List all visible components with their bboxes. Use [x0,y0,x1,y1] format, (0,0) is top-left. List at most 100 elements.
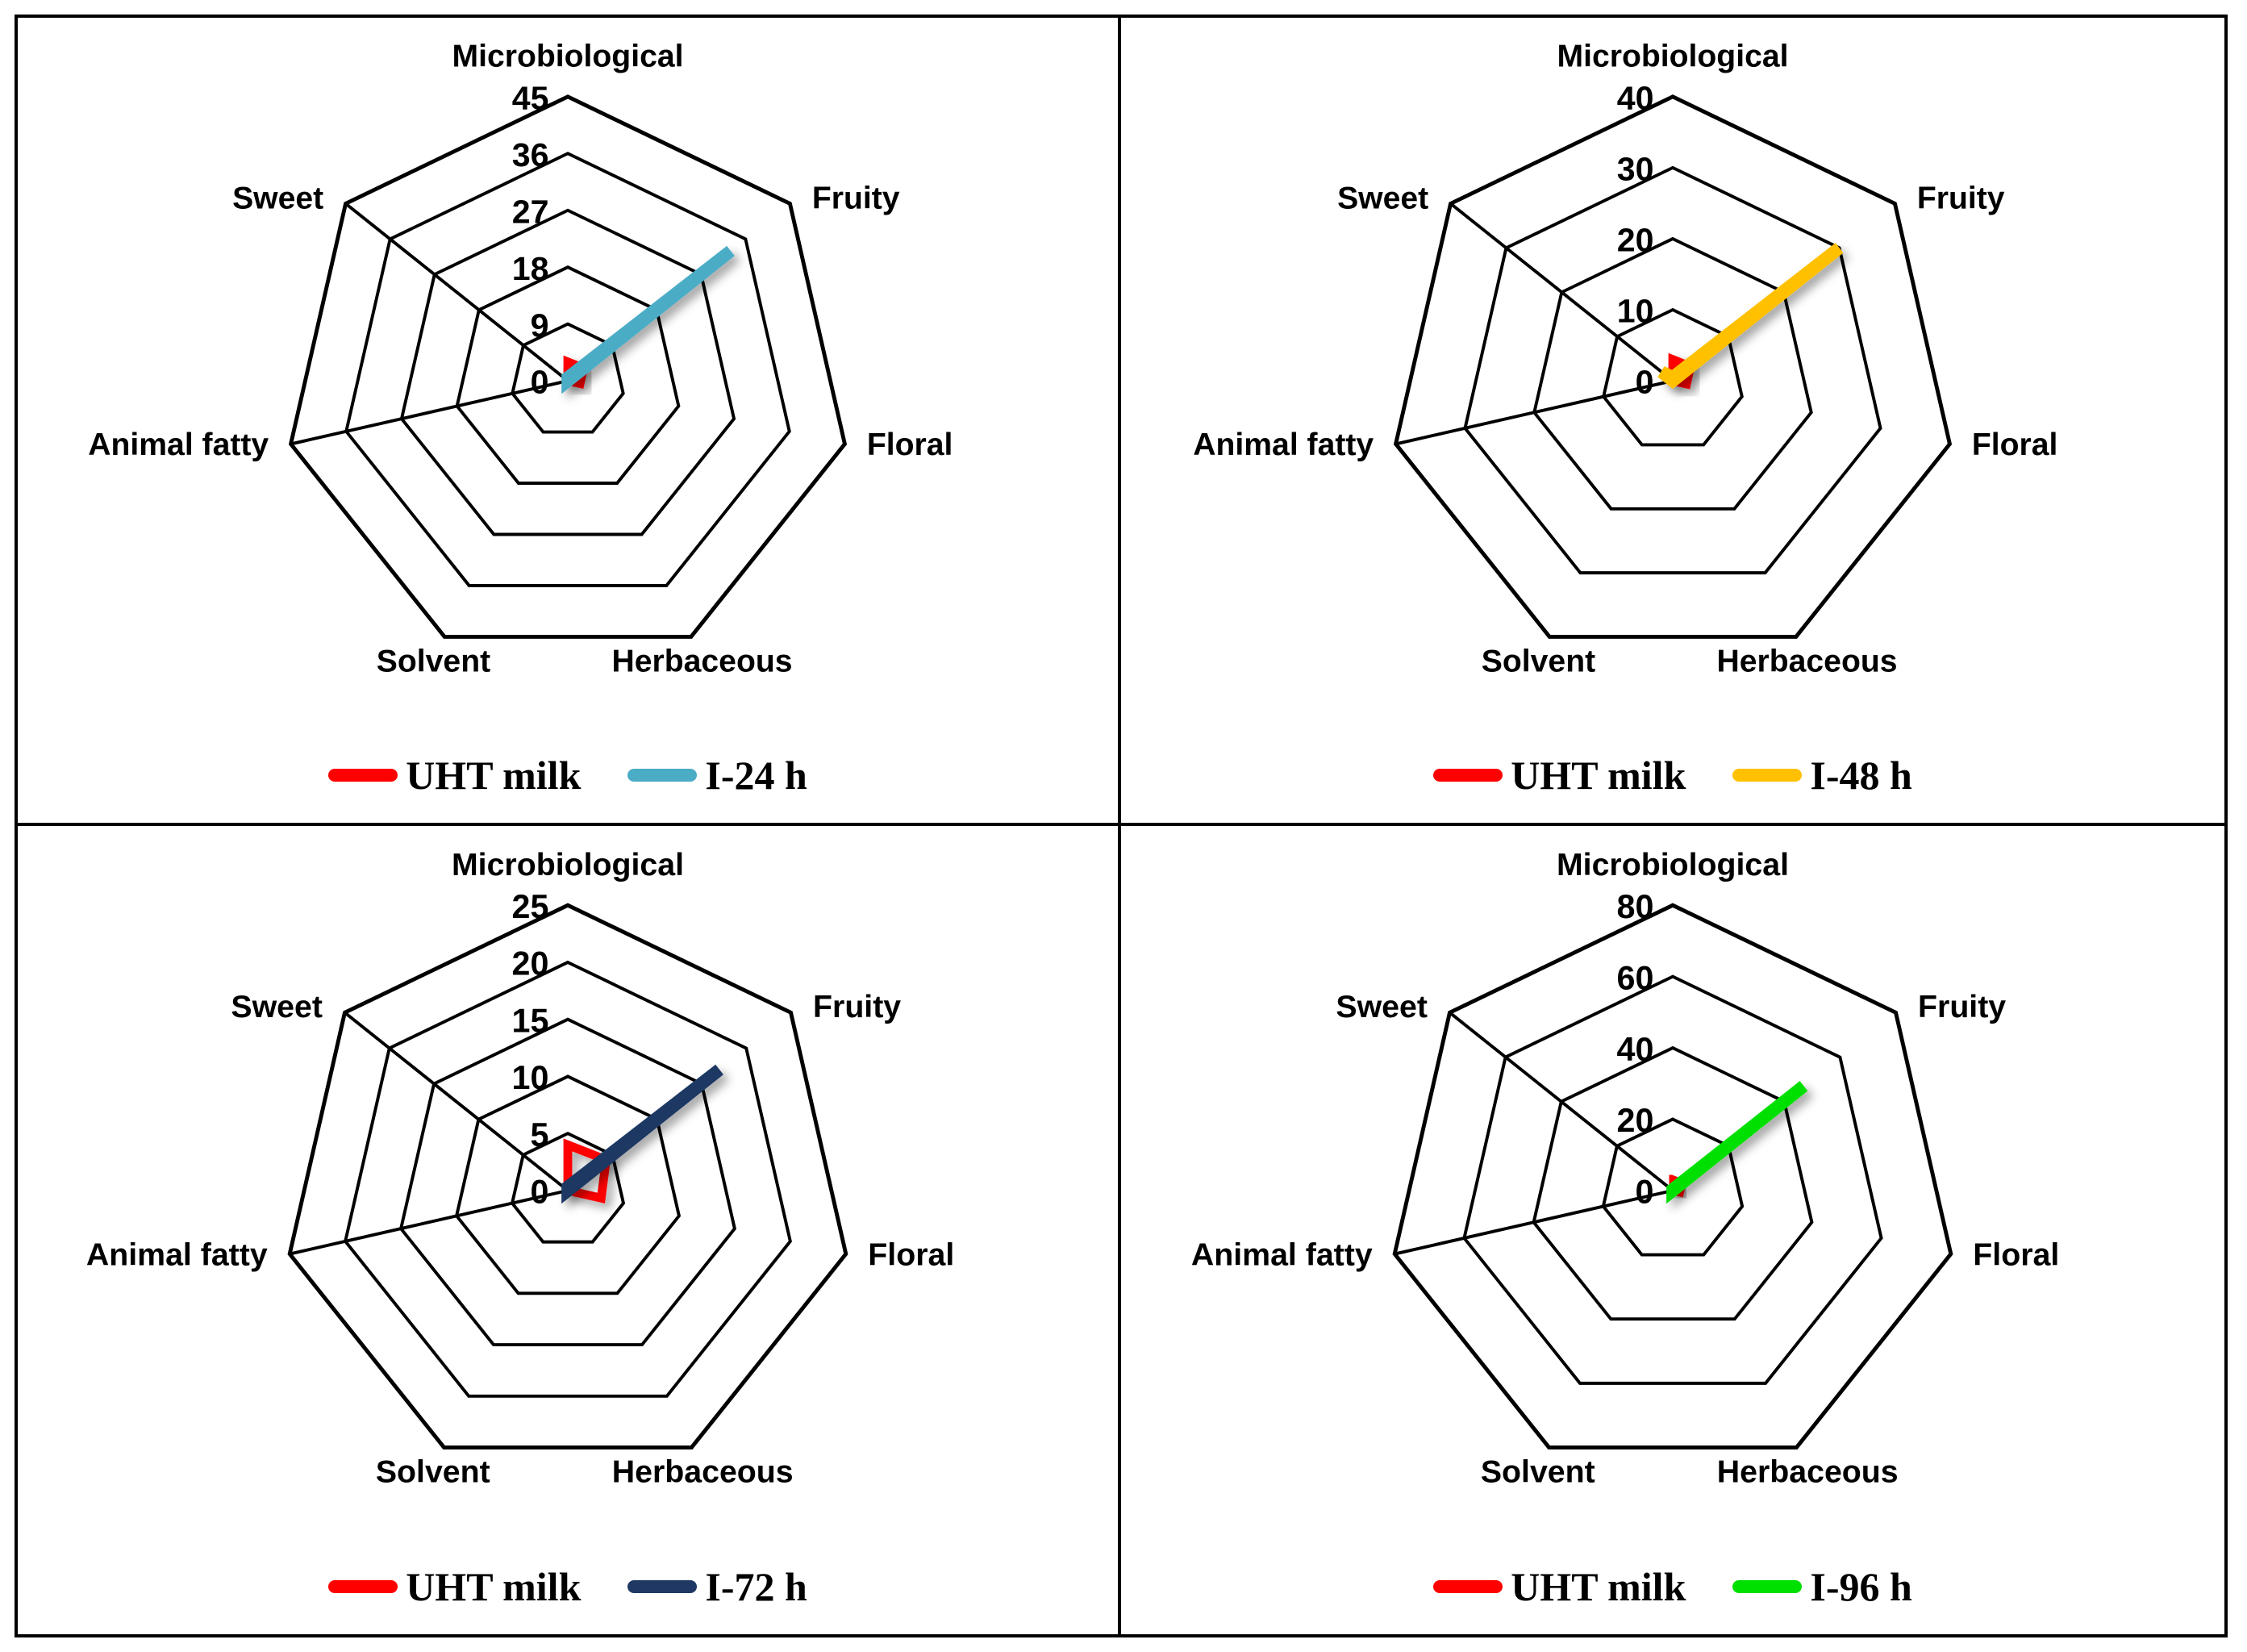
grid-ring-2 [455,265,681,485]
legend-label-uht-milk: UHT milk [406,753,582,798]
legend-item-uht-milk[interactable]: UHT milk [328,755,581,795]
grid-ring-4 [344,960,792,1398]
radial-spoke [344,202,569,382]
axis-label-solvent: Solvent [376,1454,490,1490]
tick-label: 9 [531,307,549,344]
tick-label: 30 [1617,151,1654,188]
grid-ring-3 [399,208,736,536]
grid-ring-1 [1601,1117,1745,1257]
series-polygon-i-72-h [561,1064,723,1204]
grid-ring-3 [1462,974,1883,1385]
legend-item-uht-milk[interactable]: UHT milk [1433,1566,1686,1607]
tick-label: 20 [512,945,549,982]
axis-label-animal-fatty: Animal fatty [1193,428,1374,462]
axis-label-floral: Floral [867,428,953,462]
axis-label-microbiological: Microbiological [1557,40,1789,74]
legend-label-series: I-72 h [705,1564,807,1609]
legend-item-series[interactable]: I-24 h [627,755,807,795]
axis-label-sweet: Sweet [1336,989,1428,1024]
legend-label-series: I-24 h [705,753,807,798]
legend-swatch-series [1732,769,1803,782]
grid-ring-4 [1393,94,1953,639]
legend-swatch-series [627,769,698,782]
axis-label-sweet: Sweet [1337,181,1428,215]
axis-label-sweet: Sweet [232,181,323,215]
radar-svg-96h: 020406080MicrobiologicalFruityFloralHerb… [1191,847,2059,1490]
tick-label: 0 [530,1174,548,1211]
axis-label-microbiological: Microbiological [452,40,684,74]
tick-label: 0 [1636,364,1654,401]
grid-ring-1 [1602,307,1744,447]
legend-item-uht-milk[interactable]: UHT milk [1433,755,1686,795]
legend-label-uht-milk: UHT milk [406,1564,582,1609]
tick-label: 40 [1617,1031,1654,1068]
grid-ring-4 [1392,903,1953,1450]
axis-label-animal-fatty: Animal fatty [88,428,269,462]
radar-svg-24h: 0918273645MicrobiologicalFruityFloralHer… [88,40,953,679]
legend-label-series: I-96 h [1810,1564,1912,1609]
tick-label: 20 [1617,1102,1654,1139]
axis-label-fruity: Fruity [813,989,901,1024]
grid-ring-3 [398,1017,737,1347]
grid-ring-2 [1532,236,1813,511]
legend-item-uht-milk[interactable]: UHT milk [328,1566,581,1607]
grid-ring-1 [511,322,625,434]
tick-label: 45 [512,79,549,116]
tick-label: 10 [512,1059,549,1096]
series-polygon-i-24-h [561,245,735,394]
legend-item-series[interactable]: I-72 h [627,1566,807,1607]
axis-label-animal-fatty: Animal fatty [86,1237,268,1272]
axis-label-fruity: Fruity [1917,181,2005,215]
tick-label: 20 [1617,222,1654,259]
axis-label-solvent: Solvent [1482,644,1595,678]
tick-label: 0 [1635,1174,1653,1211]
legend-swatch-uht-milk [328,1580,398,1593]
legend-swatch-series [627,1580,698,1593]
legend-24h: UHT milk I-24 h [18,755,1118,795]
legend-swatch-uht-milk [1433,1580,1503,1593]
legend-swatch-uht-milk [1433,769,1503,782]
axis-label-animal-fatty: Animal fatty [1191,1237,1373,1272]
grid-ring-3 [1463,165,1882,575]
radial-spoke [1394,1188,1674,1256]
legend-item-series[interactable]: I-96 h [1732,1564,1912,1609]
tick-label: 60 [1617,959,1654,996]
series-polygon-uht-milk [563,1138,611,1204]
axis-label-herbaceous: Herbaceous [1717,1454,1899,1490]
axis-label-floral: Floral [868,1237,954,1272]
axis-label-fruity: Fruity [812,181,900,215]
grid-ring-2 [454,1074,682,1295]
axis-label-floral: Floral [1972,428,2058,462]
tick-label: 10 [1617,293,1654,330]
axis-label-solvent: Solvent [377,644,490,678]
grid-ring-5 [288,94,848,639]
tick-label: 80 [1617,888,1654,925]
radial-spoke [289,1188,569,1256]
legend-96h: UHT milk I-96 h [1121,1566,2224,1607]
radar-svg-48h: 010203040MicrobiologicalFruityFloralHerb… [1193,40,2058,679]
radial-spoke [1449,1011,1674,1192]
legend-label-uht-milk: UHT milk [1511,753,1686,798]
series-polygon-i-48-h [1657,243,1844,390]
legend-swatch-uht-milk [328,769,398,782]
legend-48h: UHT milk I-48 h [1121,755,2224,795]
tick-label: 5 [530,1116,548,1153]
tick-label: 27 [512,193,549,230]
radar-svg-72h: 0510152025MicrobiologicalFruityFloralHer… [86,847,954,1490]
tick-label: 18 [512,250,549,287]
legend-item-series[interactable]: I-48 h [1732,755,1912,795]
axis-label-herbaceous: Herbaceous [612,644,793,678]
grid-ring-5 [287,903,848,1450]
axis-label-microbiological: Microbiological [1557,847,1789,882]
radial-spoke [1449,202,1674,382]
